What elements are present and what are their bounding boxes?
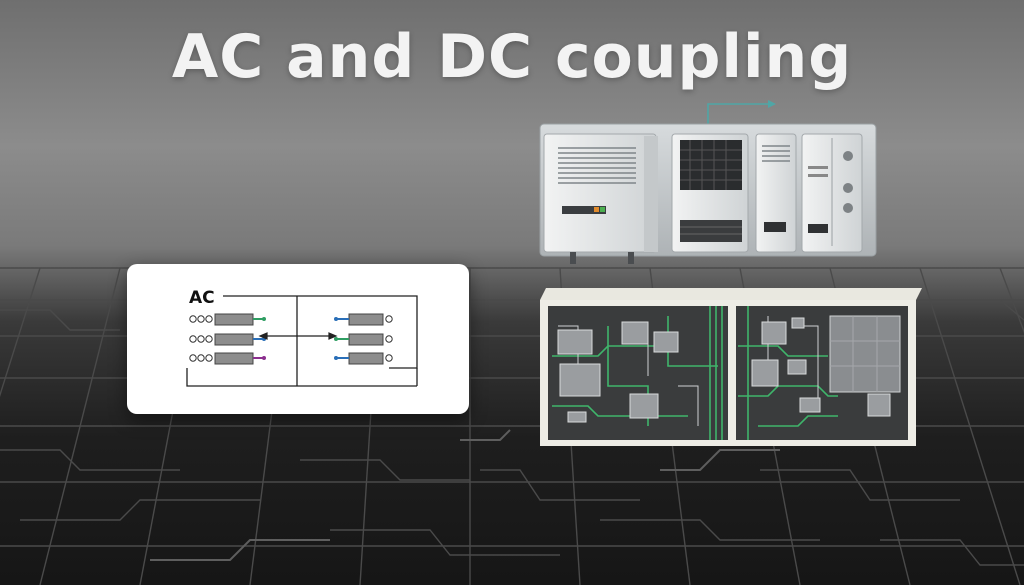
ac-left-modules xyxy=(189,313,266,365)
ac-coupling-diagram-card: AC xyxy=(127,264,469,414)
inverter-unit-3 xyxy=(755,133,797,253)
ac-coupling-diagram xyxy=(186,295,418,387)
ac-diagram-label: AC xyxy=(189,288,215,308)
inverter-unit-4 xyxy=(801,133,863,253)
inverter-unit-2 xyxy=(671,133,749,253)
inverter-unit-1 xyxy=(543,133,658,264)
page-title: AC and DC coupling xyxy=(171,22,853,92)
inverter-rack xyxy=(539,100,877,264)
rack-arrow xyxy=(707,103,768,126)
dc-circuit-board xyxy=(540,288,922,446)
dc-chip xyxy=(829,315,901,393)
ac-right-modules xyxy=(334,313,393,365)
